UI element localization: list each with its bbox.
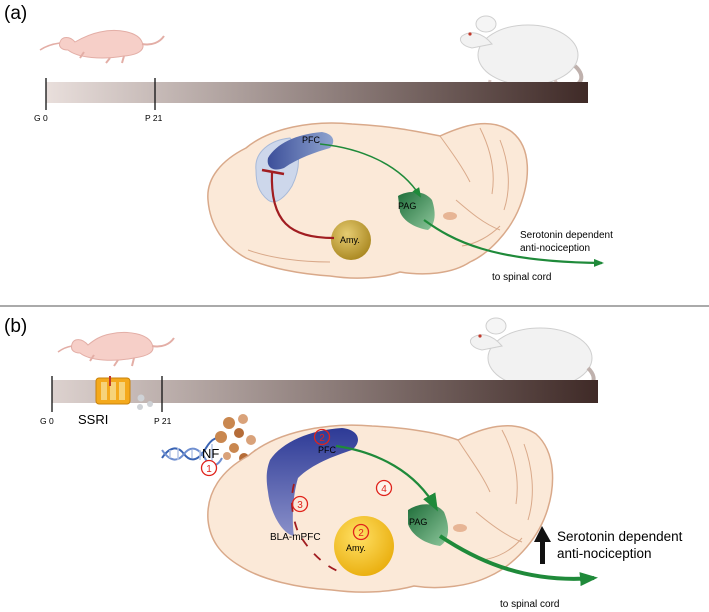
step-marker-2-pfc: 2 [313, 428, 331, 446]
pup-illustration-b [57, 331, 175, 367]
timeline-b-p21-label: P 21 [154, 416, 172, 426]
svg-text:1: 1 [206, 464, 212, 475]
pfc-label-b: PFC [318, 445, 337, 455]
pfc-pag-pathway-b [335, 444, 438, 512]
pfc-pag-pathway-a [319, 143, 422, 198]
panel-a-label: (a) [4, 3, 27, 24]
brain-b: PFC PAG Amy. [207, 424, 598, 593]
outcome-line1-b: Serotonin dependent [557, 529, 683, 544]
timeline-b-start-label: G 0 [40, 416, 54, 426]
pfc-b [266, 428, 358, 536]
increase-arrow-icon [534, 526, 551, 564]
amygdala-b [334, 516, 394, 576]
svg-text:4: 4 [381, 484, 387, 495]
step-marker-4: 4 [375, 479, 393, 497]
timeline-b: G 0 P 21 [40, 376, 598, 426]
pag-spinal-pathway-a [423, 219, 604, 267]
brain-a: PFC PAG Amy. [207, 122, 604, 279]
pag-label-b: PAG [409, 517, 427, 527]
outcome-line2-a: anti-nociception [520, 243, 590, 254]
svg-text:2: 2 [358, 528, 364, 539]
svg-text:2: 2 [319, 433, 325, 444]
pag-b [408, 504, 449, 546]
ssri-pill-icon [95, 376, 153, 410]
spinal-label-a: to spinal cord [492, 272, 551, 283]
ssri-label: SSRI [78, 412, 108, 427]
spinal-label-b: to spinal cord [500, 599, 559, 610]
bla-mpfc-label: BLA-mPFC [270, 532, 321, 543]
step-marker-2-amygdala: 2 [352, 523, 370, 541]
timeline-a-start-label: G 0 [34, 113, 48, 123]
outcome-line2-b: anti-nociception [557, 546, 652, 561]
amygdala-a [331, 220, 371, 260]
pag-spinal-pathway-b [438, 534, 598, 587]
timeline-a-p21-label: P 21 [145, 113, 163, 123]
nf-label: NF [202, 446, 219, 461]
pup-illustration [39, 29, 165, 64]
svg-text:3: 3 [297, 500, 303, 511]
inhibition-pathway-a [270, 171, 335, 240]
pfc-a [267, 132, 334, 170]
step-marker-1: 1 [200, 459, 218, 477]
panel-b: (b) G 0 P 21 [4, 316, 683, 610]
pag-label-a: PAG [398, 201, 416, 211]
step-marker-3: 3 [291, 495, 309, 513]
timeline-a: G 0 P 21 [34, 78, 588, 123]
panel-b-label: (b) [4, 316, 27, 337]
pfc-label-a: PFC [302, 135, 321, 145]
amygdala-label-b: Amy. [346, 543, 366, 553]
amygdala-label-a: Amy. [340, 235, 360, 245]
panel-a: (a) G 0 P 21 [4, 3, 613, 283]
outcome-line1-a: Serotonin dependent [520, 230, 613, 241]
